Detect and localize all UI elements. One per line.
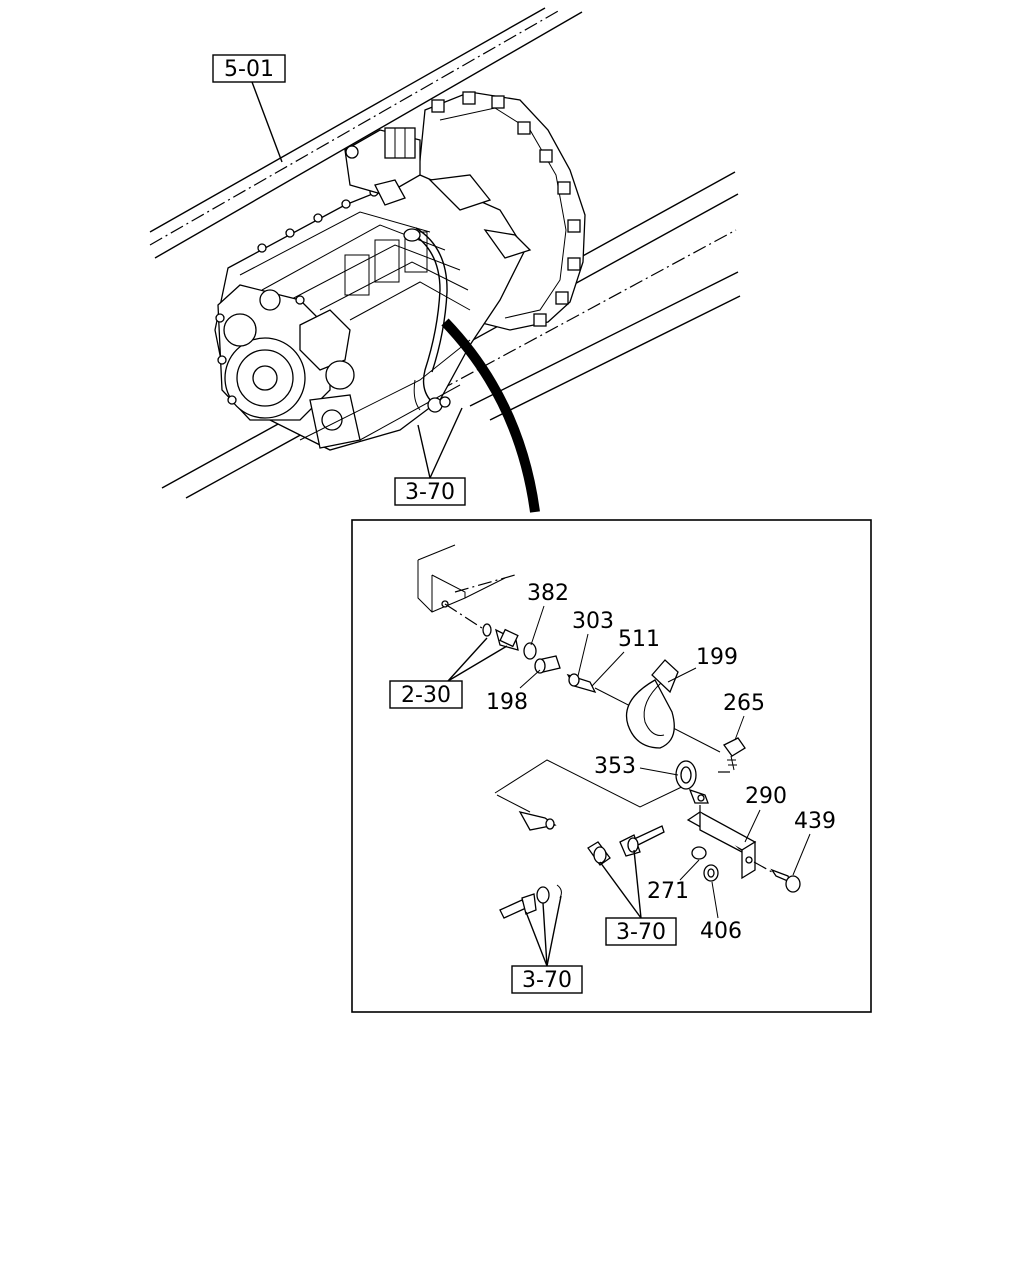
ref-mount-main-label: 3-70 [405, 480, 455, 505]
ref-bolt-set-a-label: 3-70 [616, 920, 666, 945]
transmission-housing [214, 91, 586, 451]
detail-callout-curve [441, 318, 540, 513]
part-439-label: 439 [794, 809, 836, 834]
ref-box-frame[interactable]: 5-01 [212, 54, 286, 83]
part-265-label: 265 [723, 691, 765, 716]
part-353-label: 353 [594, 754, 636, 779]
bracket-section [417, 544, 561, 674]
part-406-label: 406 [700, 919, 742, 944]
ref-frame-label: 5-01 [224, 57, 274, 82]
part-382-label: 382 [527, 581, 569, 606]
part-303-label: 303 [572, 609, 614, 634]
part-271-label: 271 [647, 879, 689, 904]
ref-bracket-label: 2-30 [401, 683, 451, 708]
ref-box-bracket[interactable]: 2-30 [389, 680, 463, 709]
part-199-label: 199 [696, 645, 738, 670]
ref-box-bolt-set-b[interactable]: 3-70 [511, 965, 583, 994]
ref-bolt-set-b-label: 3-70 [522, 968, 572, 993]
cable-clamp-assembly [494, 659, 801, 893]
lower-bolts [499, 825, 665, 919]
ref-box-mount-main[interactable]: 3-70 [394, 477, 466, 506]
part-511-label: 511 [618, 627, 660, 652]
part-290-label: 290 [745, 784, 787, 809]
part-labels: 382 303 511 199 198 265 353 290 439 271 … [486, 581, 836, 944]
part-198-label: 198 [486, 690, 528, 715]
detail-box [351, 519, 872, 1013]
ref-box-bolt-set-a[interactable]: 3-70 [605, 917, 677, 946]
